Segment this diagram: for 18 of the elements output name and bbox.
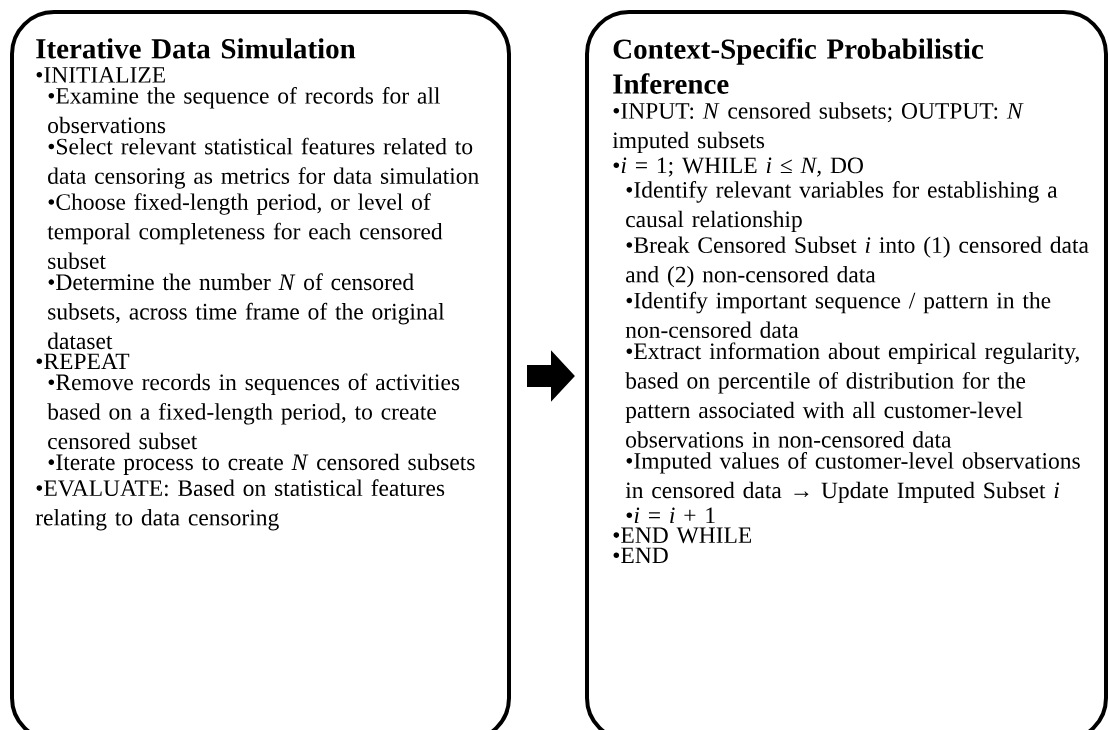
list-item: •REPEAT: [36, 353, 130, 370]
list-item: •Extract information about empirical regularity, based on percentile of distribution for the pattern associated with all customer-level observations in non-censored data: [625, 342, 1079, 448]
list-item: •i = 1; WHILE i ≤ N, DO: [613, 157, 863, 177]
list-item: •Examine the sequence of records for all observations: [48, 87, 440, 134]
list-item: •Select relevant statistical features related to data censoring as metrics for data simulation: [48, 137, 479, 189]
heading: Context-Specific Probabilistic Inference: [613, 38, 984, 94]
list-item: •INITIALIZE: [36, 67, 165, 83]
list-item: •END WHILE: [613, 527, 752, 544]
list-item: •Identify important sequence / pattern in the non-censored data: [625, 291, 1051, 338]
list-item: •i = i + 1: [626, 507, 715, 524]
list-item: •Choose fixed-length period, or level of temporal completeness for each censored subset: [47, 193, 443, 269]
list-item: •Determine the number N of censored subsets, across time frame of the original dataset: [48, 273, 445, 350]
list-item: •Remove records in sequences of activities based on a fixed-length period, to create censored subset: [47, 373, 460, 450]
list-item: •Break Censored Subset i into (1) censored data and (2) non-censored data: [626, 236, 1089, 288]
list-item: •Iterate process to create N censored subsets: [48, 453, 475, 475]
heading: Iterative Data Simulation: [36, 38, 356, 59]
list-item: •END: [613, 547, 668, 564]
list-item: •EVALUATE: Based on statistical features relating to data censoring: [35, 479, 445, 531]
